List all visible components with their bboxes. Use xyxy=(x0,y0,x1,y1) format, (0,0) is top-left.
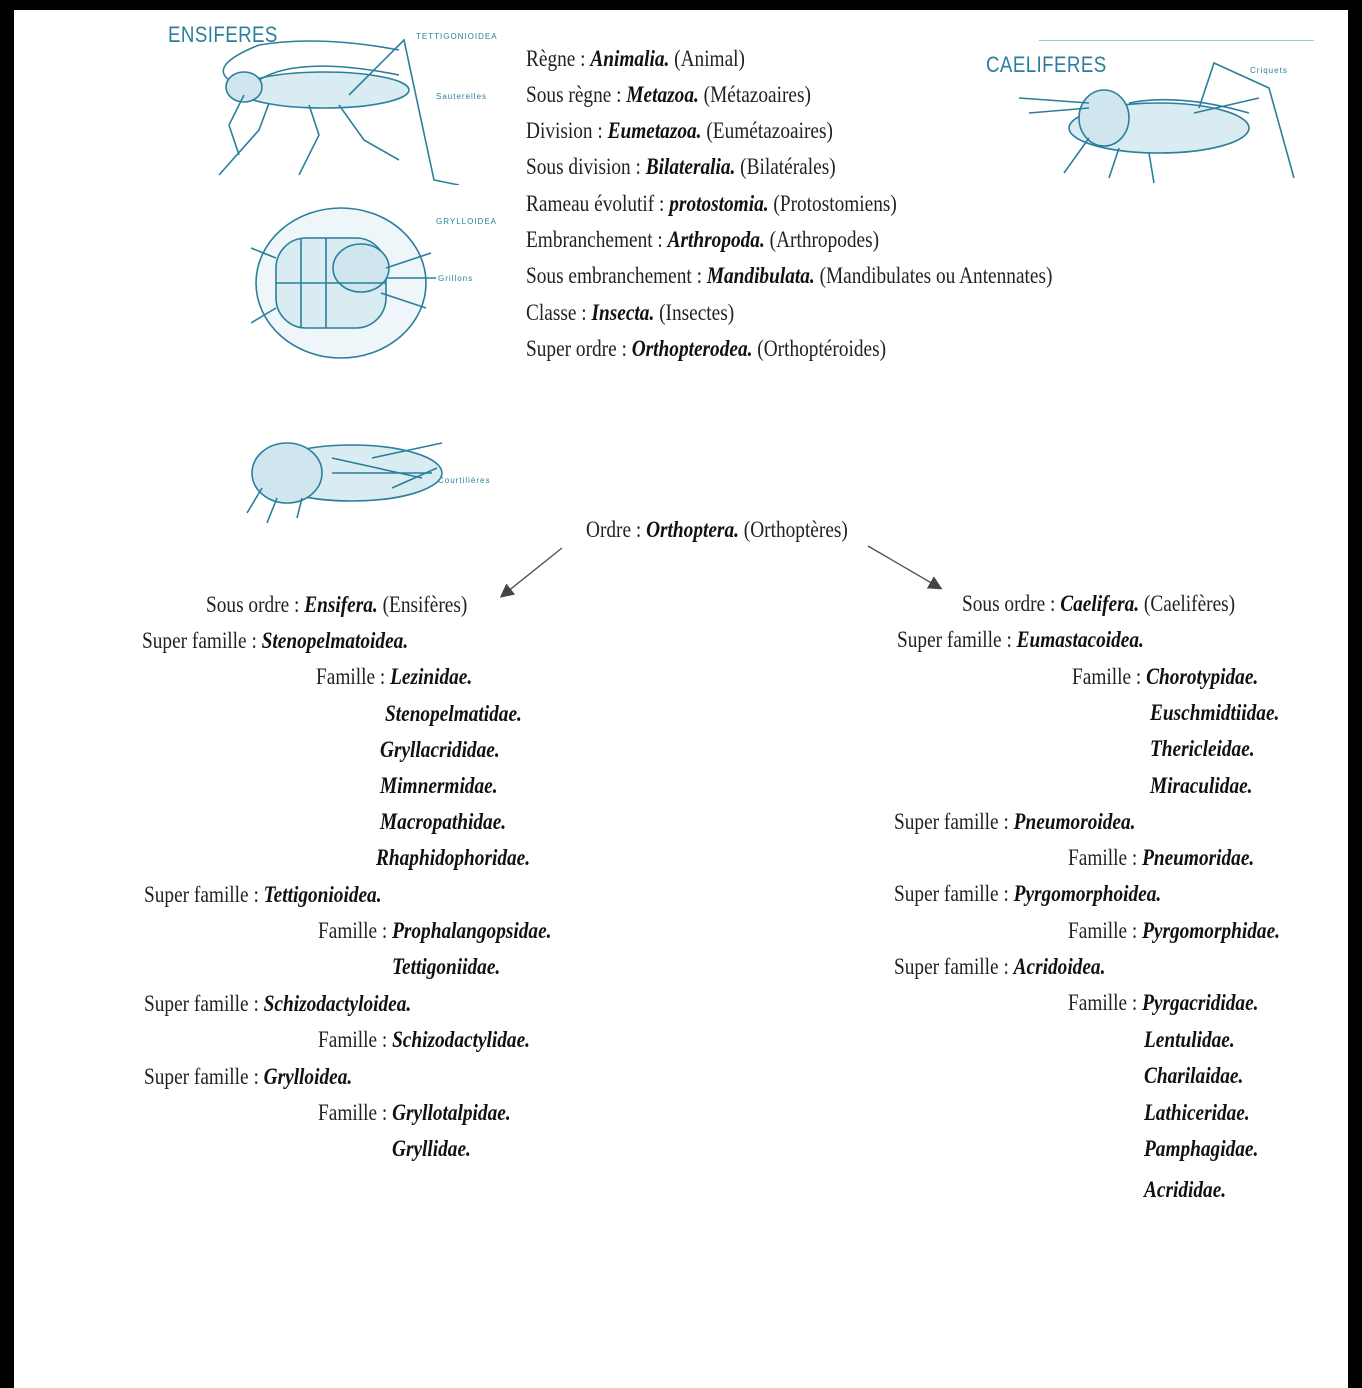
left-super-famille-4: Super famille : Grylloidea. xyxy=(144,1064,353,1089)
classification-division: Division : Eumetazoa. (Eumétazoaires) xyxy=(526,118,833,143)
right-famille-3: Famille : Pyrgomorphidae. xyxy=(1068,918,1280,943)
classification-super-ordre: Super ordre : Orthopterodea. (Orthoptéro… xyxy=(526,336,887,361)
right-super-famille-1: Super famille : Eumastacoidea. xyxy=(897,627,1144,652)
sauterelles-label: Sauterelles xyxy=(436,92,488,101)
illustration-rule xyxy=(1039,40,1314,41)
branch-arrows xyxy=(499,545,943,598)
right-famille-item: Acrididae. xyxy=(1144,1177,1227,1202)
classification-sous-embranchement: Sous embranchement : Mandibulata. (Mandi… xyxy=(526,263,1053,288)
classification-regne: Règne : Animalia. (Animal) xyxy=(526,46,745,71)
courtilieres-label: Courtilières xyxy=(438,476,491,485)
right-famille-2: Famille : Pneumoridae. xyxy=(1068,845,1255,870)
right-famille-item: Charilaidae. xyxy=(1144,1063,1244,1088)
left-famille-2: Famille : Prophalangopsidae. xyxy=(318,918,552,943)
left-famille-item: Stenopelmatidae. xyxy=(385,701,522,726)
right-famille-item: Pamphagidae. xyxy=(1144,1136,1259,1161)
left-super-famille-3: Super famille : Schizodactyloidea. xyxy=(144,991,412,1016)
arrow-right xyxy=(867,545,943,590)
bush-cricket-illustration xyxy=(218,38,460,185)
left-super-famille-1: Super famille : Stenopelmatoidea. xyxy=(142,628,409,653)
classification-rameau: Rameau évolutif : protostomia. (Protosto… xyxy=(526,191,897,216)
right-famille-1: Famille : Chorotypidae. xyxy=(1072,664,1259,689)
left-famille-item: Gryllacrididae. xyxy=(380,737,500,762)
cricket-illustration xyxy=(250,207,436,359)
diagram-frame: ENSIFERES TETTIGONIOIDEA Sauterelles GRY… xyxy=(14,10,1348,1388)
grillons-label: Grillons xyxy=(438,274,474,283)
right-famille-4: Famille : Pyrgacrididae. xyxy=(1068,990,1259,1015)
right-super-famille-2: Super famille : Pneumoroidea. xyxy=(894,809,1136,834)
caeliferes-heading: CAELIFERES xyxy=(986,52,1107,77)
left-famille-item: Rhaphidophoridae. xyxy=(376,845,531,870)
left-famille-item: Mimnermidae. xyxy=(380,773,498,798)
right-famille-item: Lentulidae. xyxy=(1144,1027,1235,1052)
classification-classe: Classe : Insecta. (Insectes) xyxy=(526,300,735,325)
left-famille-4: Famille : Gryllotalpidae. xyxy=(318,1100,511,1125)
grylloidea-label: GRYLLOIDEA xyxy=(436,217,497,226)
mole-cricket-illustration xyxy=(246,442,443,524)
tettigonioidea-label: TETTIGONIOIDEA xyxy=(416,32,498,41)
right-famille-item: Miraculidae. xyxy=(1150,773,1253,798)
grasshopper-illustration xyxy=(1019,61,1295,184)
ordre-node: Ordre : Orthoptera. (Orthoptères) xyxy=(586,517,848,542)
left-famille-3: Famille : Schizodactylidae. xyxy=(318,1027,530,1052)
left-super-famille-2: Super famille : Tettigonioidea. xyxy=(144,882,382,907)
arrow-left xyxy=(499,547,563,598)
left-famille-item: Gryllidae. xyxy=(392,1136,471,1161)
left-famille-item: Macropathidae. xyxy=(380,809,507,834)
criquets-label: Criquets xyxy=(1250,66,1288,75)
left-famille-1: Famille : Lezinidae. xyxy=(316,664,473,689)
right-super-famille-4: Super famille : Acridoidea. xyxy=(894,954,1106,979)
classification-embranchement: Embranchement : Arthropoda. (Arthropodes… xyxy=(526,227,880,252)
ensiferes-heading: ENSIFERES xyxy=(168,22,278,47)
left-famille-item: Tettigoniidae. xyxy=(392,954,501,979)
classification-sous-regne: Sous règne : Metazoa. (Métazoaires) xyxy=(526,82,811,107)
right-sous-ordre: Sous ordre : Caelifera. (Caelifères) xyxy=(962,591,1236,616)
right-famille-item: Lathiceridae. xyxy=(1144,1100,1250,1125)
right-famille-item: Euschmidtiidae. xyxy=(1150,700,1280,725)
classification-sous-division: Sous division : Bilateralia. (Bilatérale… xyxy=(526,154,836,179)
right-super-famille-3: Super famille : Pyrgomorphoidea. xyxy=(894,881,1162,906)
right-famille-item: Thericleidae. xyxy=(1150,736,1255,761)
left-sous-ordre: Sous ordre : Ensifera. (Ensifères) xyxy=(206,592,468,617)
